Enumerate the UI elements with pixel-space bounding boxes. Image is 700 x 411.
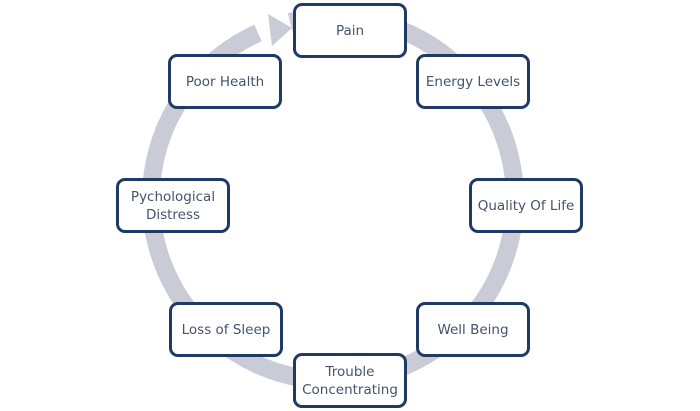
node-psychological-distress: Pychological Distress xyxy=(116,178,230,233)
node-loss-of-sleep: Loss of Sleep xyxy=(169,302,283,357)
node-trouble-concentrating: Trouble Concentrating xyxy=(293,353,407,408)
node-label: Energy Levels xyxy=(425,73,521,90)
cycle-arrow-head xyxy=(268,14,292,46)
node-quality-of-life: Quality Of Life xyxy=(469,178,583,233)
node-label: Pychological Distress xyxy=(130,188,216,223)
node-label: Pain xyxy=(335,22,365,39)
node-poor-health: Poor Health xyxy=(168,54,282,109)
node-label: Loss of Sleep xyxy=(181,321,271,338)
node-label: Quality Of Life xyxy=(477,197,575,214)
node-label: Well Being xyxy=(437,321,509,338)
node-well-being: Well Being xyxy=(416,302,530,357)
node-pain: Pain xyxy=(293,3,407,58)
node-energy-levels: Energy Levels xyxy=(416,54,530,109)
node-label: Trouble Concentrating xyxy=(302,363,398,398)
node-label: Poor Health xyxy=(185,73,265,90)
